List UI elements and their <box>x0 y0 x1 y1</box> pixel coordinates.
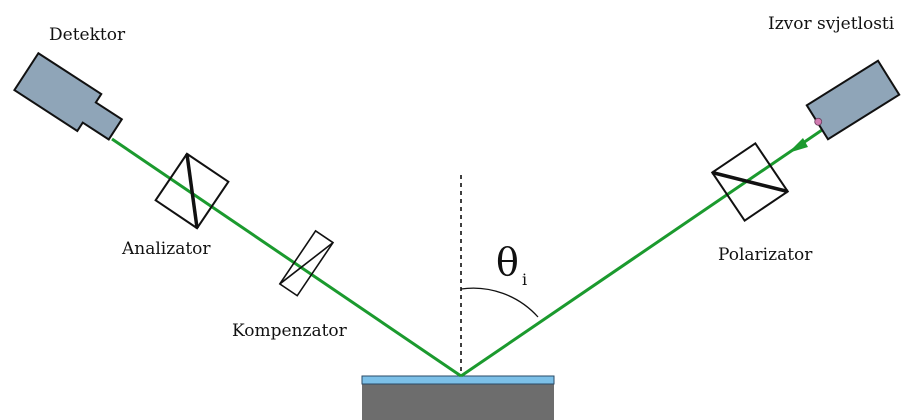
polarizer-diagonal <box>711 170 789 194</box>
polarizer-label: Polarizator <box>718 245 813 265</box>
incidence-angle-arc <box>460 287 539 318</box>
incident-beam <box>460 128 823 378</box>
beam-direction-arrow <box>788 138 808 153</box>
light-source <box>805 59 901 141</box>
polarizer-frame <box>710 142 790 222</box>
incidence-angle-subscript: i <box>522 270 527 289</box>
polarizer <box>710 142 790 222</box>
analyzer-label: Analizator <box>121 239 211 259</box>
incidence-angle-symbol: θ <box>496 240 519 284</box>
source-label: Izvor svjetlosti <box>768 14 895 34</box>
analyzer <box>154 152 230 230</box>
sample-substrate <box>362 384 554 420</box>
compensator-label: Kompenzator <box>232 321 348 341</box>
analyzer-frame <box>154 152 230 230</box>
sample <box>361 375 555 420</box>
compensator-frame <box>278 229 335 297</box>
light-source-body <box>805 59 901 141</box>
light-source-aperture <box>814 117 823 126</box>
detector-body <box>13 51 124 141</box>
compensator-diagonal <box>279 241 334 285</box>
analyzer-diagonal <box>185 153 199 229</box>
detector <box>13 51 124 141</box>
detector-label: Detektor <box>49 25 126 45</box>
compensator <box>278 229 335 297</box>
sample-film <box>361 375 555 385</box>
